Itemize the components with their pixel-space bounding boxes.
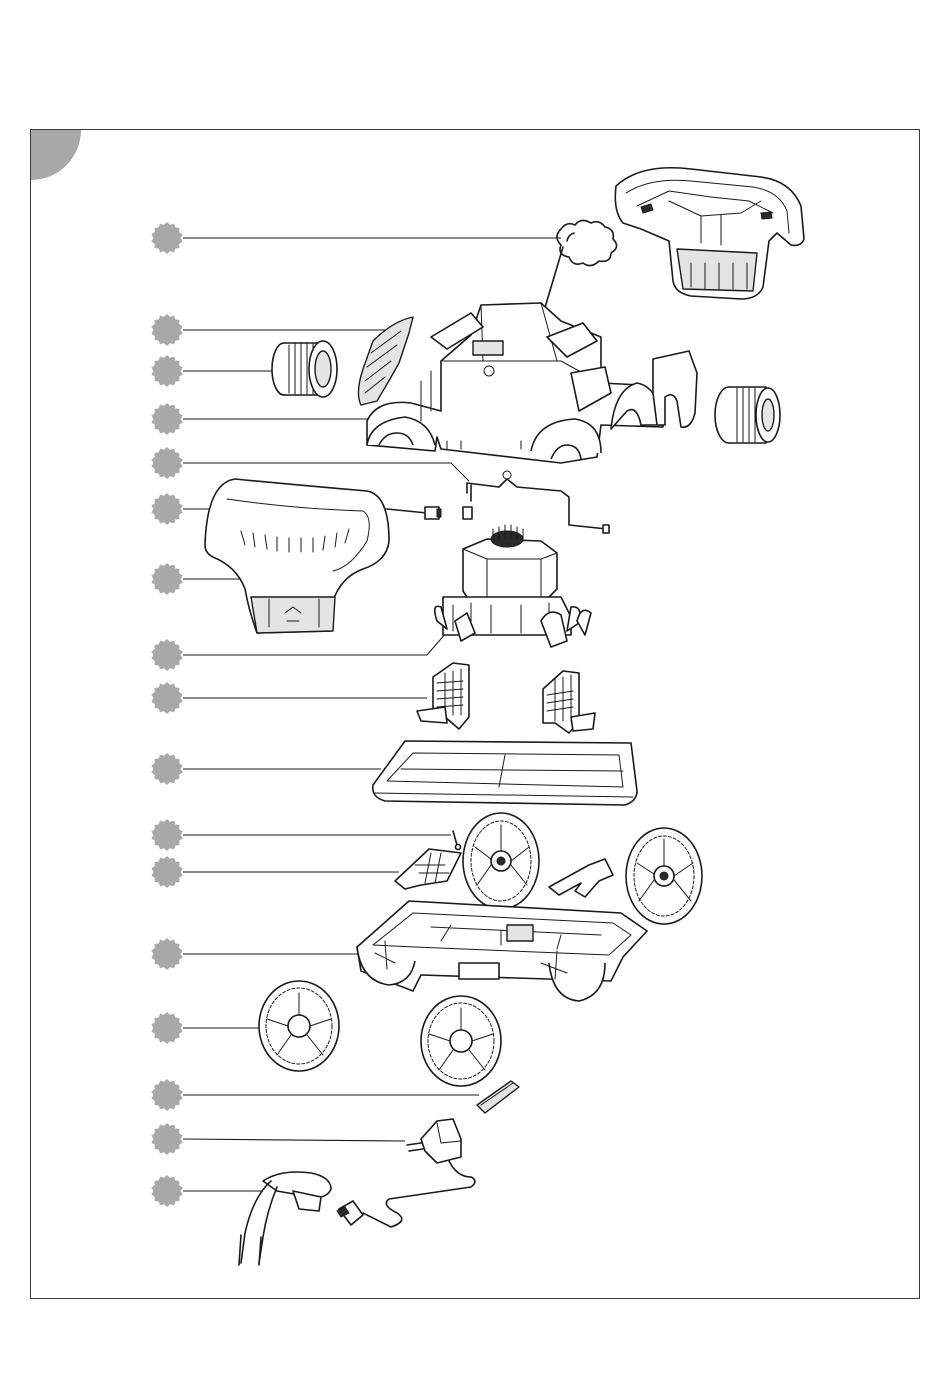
callout-badge-brush-roller-left (151, 355, 182, 387)
brush-roller-left-illustration (272, 341, 337, 397)
exploded-parts-diagram (31, 130, 920, 1299)
callout-badge-power-adapter (151, 1123, 182, 1155)
small-bracket-illustration (549, 859, 613, 897)
filter-flap-left-illustration (417, 663, 469, 729)
upper-body-housing-illustration (367, 303, 663, 463)
connector-plug-illustration (387, 507, 441, 519)
section-tab (31, 130, 81, 180)
callout-badge-scraper-blade (151, 1079, 182, 1111)
callout-badge-float-ring (151, 222, 182, 254)
callout-badge-rear-wheel (151, 1012, 182, 1044)
diagram-frame (30, 129, 920, 1299)
callout-badge-small-filter (151, 856, 182, 888)
filter-tray-illustration (373, 741, 637, 805)
callout-badge-filter-flap (151, 682, 182, 714)
pin-illustration (453, 831, 461, 850)
top-lid-illustration (615, 168, 804, 299)
rear-wheel-left-illustration (259, 981, 339, 1071)
front-wheel-right-illustration (626, 828, 702, 924)
callout-badge-pin (151, 819, 182, 851)
filter-flap-right-illustration (543, 671, 595, 733)
bottom-chassis-illustration (357, 901, 647, 1001)
callout-badge-drive-shaft (151, 447, 182, 479)
scraper-blade-illustration (477, 1081, 519, 1113)
power-adapter-illustration (337, 1119, 475, 1227)
callout-badge-bottom-chassis (151, 938, 182, 970)
side-bracket-right-illustration (653, 351, 697, 427)
drive-shaft-illustration (463, 471, 609, 533)
brush-roller-right-illustration (715, 387, 780, 443)
top-cover-panel-illustration (205, 479, 389, 633)
leader-line-power-adapter (183, 1139, 405, 1141)
callout-badge-upper-body-housing (151, 403, 182, 435)
lift-handle-hook-illustration (239, 1172, 331, 1265)
callout-badge-filter-tray (151, 753, 182, 785)
callout-badge-motor-unit (151, 639, 182, 671)
callout-badge-lift-handle-hook (151, 1175, 182, 1207)
leader-line-drive-shaft (183, 463, 469, 481)
float-ring-illustration (541, 220, 617, 321)
small-filter-illustration (395, 849, 461, 889)
callout-badge-connector-plug (151, 493, 182, 525)
front-wheel-left-illustration (463, 813, 539, 909)
callout-badge-top-cover-panel (151, 563, 182, 595)
rear-wheel-right-illustration (421, 996, 501, 1086)
callout-badge-side-bracket (151, 314, 182, 346)
motor-unit-illustration (435, 525, 591, 647)
